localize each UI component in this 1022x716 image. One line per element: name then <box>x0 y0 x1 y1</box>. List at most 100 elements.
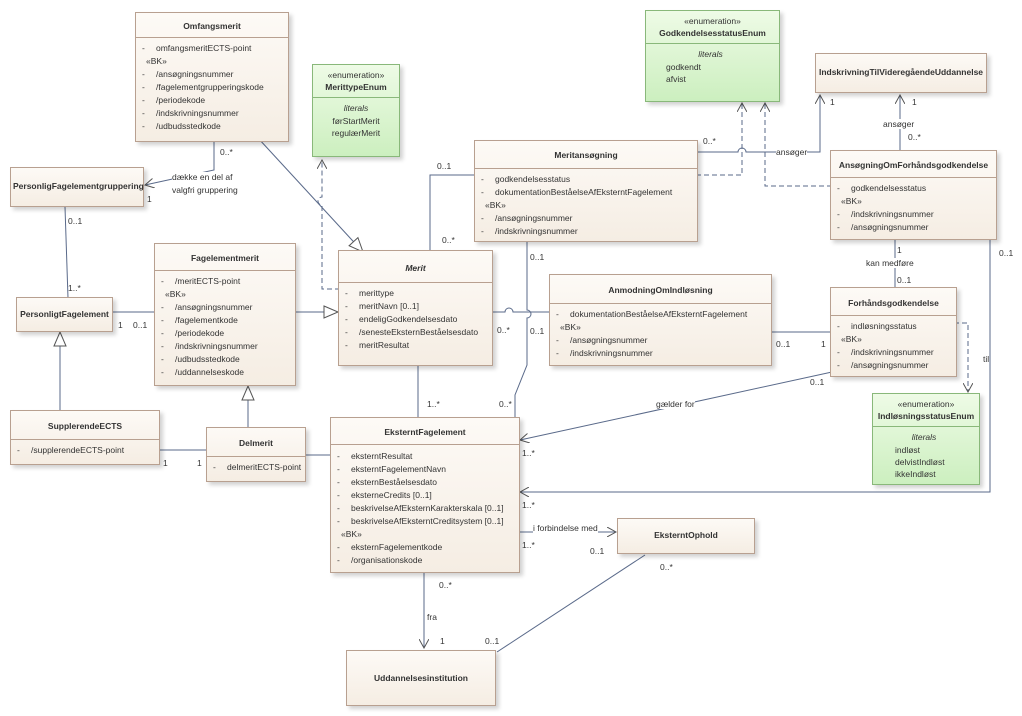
multiplicity: 0..1 <box>999 248 1014 258</box>
class-uddannelsesinstitution[interactable]: Uddannelsesinstitution <box>346 650 496 706</box>
dep-ansoegning-status <box>765 103 840 187</box>
multiplicity: 1 <box>830 97 835 107</box>
class-eksternt-ophold[interactable]: EksterntOphold <box>617 518 755 554</box>
link-omfangsmerit-merit <box>257 137 363 252</box>
multiplicity: 1..* <box>427 399 440 409</box>
multiplicity: 0..1 <box>897 275 912 285</box>
class-ansoegning-forhaand[interactable]: AnsøgningOmForhåndsgodkendelse -godkende… <box>830 150 997 240</box>
class-forhaandsgodkendelse[interactable]: Forhåndsgodkendelse -indløsningsstatus «… <box>830 287 957 377</box>
assoc-label: valgfri gruppering <box>172 185 238 195</box>
class-attributes: -omfangsmeritECTS-point «BK» -/ansøgning… <box>136 37 288 139</box>
class-meritansoegning[interactable]: Meritansøgning -godkendelsesstatus -doku… <box>474 140 698 242</box>
class-attributes: -indløsningsstatus «BK» -/indskrivningsn… <box>831 315 956 378</box>
class-anmodning[interactable]: AnmodningOmIndløsning -dokumentationBest… <box>549 274 772 366</box>
class-title: Forhåndsgodkendelse <box>848 298 939 308</box>
multiplicity: 0..* <box>442 235 455 245</box>
multiplicity: 0..1 <box>810 377 825 387</box>
attribute: -omfangsmeritECTS-point <box>142 43 252 53</box>
multiplicity: 1 <box>912 97 917 107</box>
link-merit-anmodning <box>493 307 550 313</box>
class-title: AnmodningOmIndløsning <box>608 285 713 295</box>
multiplicity: 0..1 <box>776 339 791 349</box>
assoc-label: til <box>983 354 990 364</box>
class-merit[interactable]: Merit -merittype -meritNavn [0..1] -ende… <box>338 250 493 366</box>
class-attributes: -delmeritECTS-point <box>207 456 305 480</box>
class-indskrivning[interactable]: IndskrivningTilVideregåendeUddannelse <box>815 53 987 93</box>
bk-stereotype: «BK» <box>146 56 167 66</box>
class-title: Merit <box>405 263 426 273</box>
multiplicity: 0..* <box>497 325 510 335</box>
class-omfangsmerit[interactable]: Omfangsmerit -omfangsmeritECTS-point «BK… <box>135 12 289 142</box>
class-personligt-fagelement[interactable]: PersonligtFagelement <box>16 297 113 332</box>
multiplicity: 1 <box>163 458 168 468</box>
multiplicity: 1..* <box>68 283 81 293</box>
class-fagelementmerit[interactable]: Fagelementmerit -/meritECTS-point «BK» -… <box>154 243 296 386</box>
assoc-label: i forbindelse med <box>533 523 598 533</box>
multiplicity: 1 <box>118 320 123 330</box>
multiplicity: 0..1 <box>68 216 83 226</box>
multiplicity: 0..* <box>703 136 716 146</box>
multiplicity: 1 <box>821 339 826 349</box>
class-title: PersonligFagelementgruppering <box>13 181 144 191</box>
class-attributes: -eksterntResultat -eksterntFagelementNav… <box>331 444 519 573</box>
class-attributes: -merittype -meritNavn [0..1] -endeligGod… <box>339 282 492 358</box>
class-title: Meritansøgning <box>554 150 618 160</box>
attribute: -/fagelementgrupperingskode <box>142 82 264 92</box>
enum-stereotype: «enumeration» <box>684 16 741 26</box>
attribute: -/periodekode <box>142 95 206 105</box>
multiplicity: 0..* <box>908 132 921 142</box>
multiplicity: 0..1 <box>485 636 500 646</box>
link-ansoegning-eksternt <box>520 240 991 492</box>
assoc-label: kan medføre <box>866 258 914 268</box>
multiplicity: 1..* <box>522 500 535 510</box>
class-title: Delmerit <box>238 438 273 448</box>
enum-indloesningsstatus[interactable]: «enumeration» IndløsningsstatusEnum lite… <box>872 393 980 485</box>
class-delmerit[interactable]: Delmerit -delmeritECTS-point <box>206 427 306 482</box>
multiplicity: 1 <box>197 458 202 468</box>
class-eksternt-fagelement[interactable]: EksterntFagelement -eksterntResultat -ek… <box>330 417 520 573</box>
multiplicity: 0..1 <box>590 546 605 556</box>
class-supplerende[interactable]: SupplerendeECTS -/supplerendeECTS-point <box>10 410 160 465</box>
class-attributes: -/meritECTS-point «BK» -/ansøgningsnumme… <box>155 270 295 385</box>
class-title: Uddannelsesinstitution <box>374 673 468 683</box>
enum-godkendelsesstatus[interactable]: «enumeration» GodkendelsesstatusEnum lit… <box>645 10 780 102</box>
class-title: PersonligtFagelement <box>20 309 109 319</box>
class-title: AnsøgningOmForhåndsgodkendelse <box>838 160 989 170</box>
link-ophold-institution <box>496 554 646 653</box>
enum-literals: literals indløst delvistIndløst ikkeIndl… <box>873 426 979 486</box>
class-title: SupplerendeECTS <box>47 421 123 431</box>
class-title: IndskrivningTilVideregåendeUddannelse <box>818 67 984 77</box>
class-title: EksterntFagelement <box>384 427 466 437</box>
class-personlig-gruppering[interactable]: PersonligFagelementgruppering <box>10 167 144 207</box>
class-attributes: -godkendelsesstatus -dokumentationBeståe… <box>475 168 697 244</box>
enum-stereotype: «enumeration» <box>897 399 955 409</box>
link-omfangsmerit-gruppering <box>145 142 215 185</box>
link-meritansoegning-eksternt <box>514 242 532 417</box>
multiplicity: 1 <box>897 245 902 255</box>
enum-merittype[interactable]: «enumeration» MerittypeEnum literals før… <box>312 64 400 157</box>
link-merit-meritansoegning <box>429 174 474 250</box>
enum-stereotype: «enumeration» <box>327 70 385 80</box>
assoc-label: ansøger <box>776 147 808 157</box>
attribute: -/ansøgningsnummer <box>142 69 234 79</box>
class-title: EksterntOphold <box>654 530 718 540</box>
link-meritansoegning-indskrivning <box>698 95 820 153</box>
dep-meritansoegning-status <box>688 103 742 176</box>
multiplicity: 0..* <box>499 399 512 409</box>
class-attributes: -dokumentationBeståelseAfEksterntFagelem… <box>550 303 771 366</box>
enum-literals: literals førStartMerit regulærMerit <box>313 97 399 145</box>
attribute: -/udbudsstedkode <box>142 121 221 131</box>
multiplicity: 0..1 <box>437 161 452 171</box>
multiplicity: 0..* <box>660 562 673 572</box>
class-title: Omfangsmerit <box>183 21 241 31</box>
assoc-label: gælder for <box>656 399 695 409</box>
class-attributes: -/supplerendeECTS-point <box>11 439 159 463</box>
multiplicity: 1 <box>440 636 445 646</box>
enum-title: GodkendelsesstatusEnum <box>659 28 766 38</box>
multiplicity: 1 <box>147 194 152 204</box>
dep-merittype <box>318 160 348 290</box>
class-title: Fagelementmerit <box>190 253 260 263</box>
multiplicity: 1..* <box>522 448 535 458</box>
enum-literals: literals godkendt afvist <box>646 43 779 91</box>
dep-indloesning <box>946 322 968 392</box>
